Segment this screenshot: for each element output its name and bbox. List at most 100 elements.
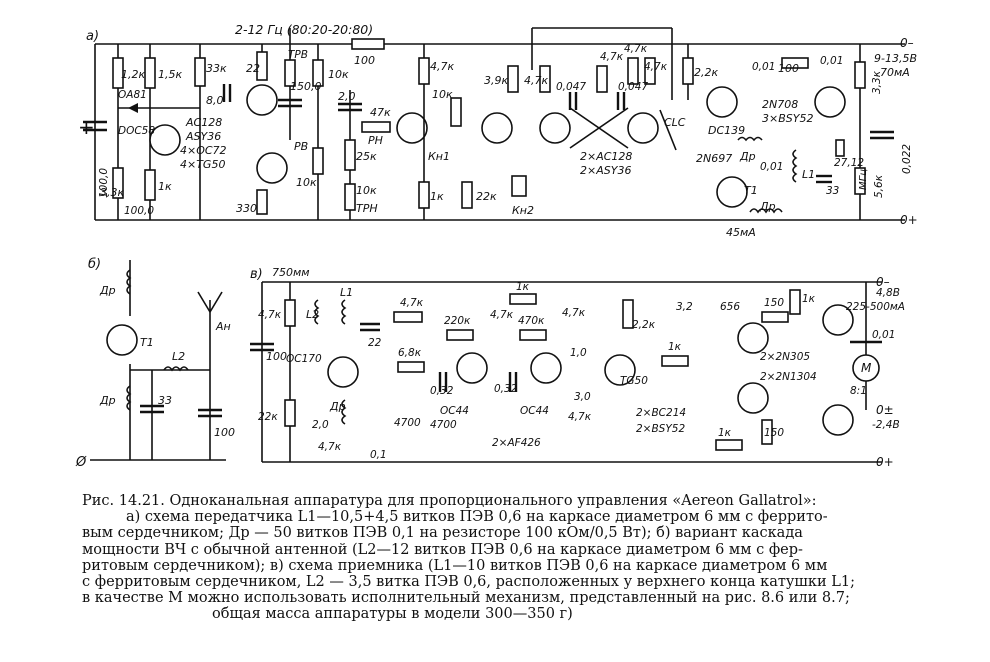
caption-line: общая масса аппаратуры в модели 300—350 … <box>212 606 573 623</box>
b-choke-top <box>126 269 132 295</box>
rx-transistor-2n1304-b <box>822 404 854 436</box>
tx-label: 0,022 <box>901 144 913 174</box>
tx-label: 100 <box>778 62 799 75</box>
tx-label: 27,12 <box>834 157 864 169</box>
rx-label: 3,2 <box>676 301 693 313</box>
tx-label: DC139 <box>708 124 745 137</box>
rx-label: OC170 <box>286 353 322 365</box>
tx-resistor-33k <box>194 57 206 87</box>
tx-label: Др <box>739 150 756 163</box>
tx-label: 33к <box>206 62 227 75</box>
rx-label: 4,7к <box>258 309 282 321</box>
tx-antenna-coil <box>659 109 677 151</box>
tx-resistor-100-b <box>781 57 809 69</box>
tx-label: 3×BSY52 <box>762 112 813 125</box>
tx-choke-dr <box>737 136 763 142</box>
tx-resistor-1k <box>144 169 156 201</box>
caption-line: ритовым сердечником); в) схема приемника… <box>82 557 828 574</box>
tx-label: DOC58 <box>118 125 155 137</box>
caption-line: в качестве M можно использовать исполнит… <box>82 590 850 607</box>
tx-resistor-5-6k <box>854 167 866 195</box>
tx-transistor-mv2 <box>627 112 659 144</box>
tx-cross-wire <box>569 107 629 149</box>
rx-label: 0,32 <box>494 383 518 395</box>
b-label: T1 <box>140 336 154 349</box>
rx-label: 2,2к <box>632 319 656 331</box>
tx-pot-25k <box>344 139 356 171</box>
tx-resistor-10k-c <box>450 97 462 127</box>
tx-transistor-stage4 <box>481 112 513 144</box>
rx-label: 1к <box>668 341 682 353</box>
tx-label: 100,0 <box>124 205 154 217</box>
rx-label: 4,7к <box>490 309 514 321</box>
rx-label: 4,7к <box>400 297 424 309</box>
rx-label: 4,7к <box>568 411 592 423</box>
schematic-labels: a) б) в) 2-12 Гц (80:20-20:80) 100 1,2к … <box>75 22 918 470</box>
tx-resistor-4-7k-b <box>539 65 551 93</box>
rx-label: 750мм <box>272 266 310 279</box>
tx-label: 3,3к <box>871 70 883 94</box>
rx-resistor-1k-d <box>715 439 743 451</box>
rx-resistor-2-2k <box>622 299 634 329</box>
rx-label: 22к <box>258 411 278 423</box>
b-ground-symbol: Ø <box>75 455 87 470</box>
tx-label: PH <box>368 134 383 147</box>
rx-label: 1к <box>802 293 816 305</box>
tx-label: PB <box>294 140 308 153</box>
tx-transistor-mv1 <box>539 112 571 144</box>
tx-label: 22к <box>476 190 497 203</box>
tx-transistor-dc139 <box>706 86 738 118</box>
rx-label: 0,32 <box>430 385 454 397</box>
rx-transistor-2n1304-a <box>737 382 769 414</box>
b-label: Ан <box>215 320 231 333</box>
tx-label: Кн1 <box>428 150 450 163</box>
tx-label: OA81 <box>118 89 147 101</box>
tx-label: 100,0 <box>98 168 110 198</box>
tx-label: 10к <box>328 68 349 81</box>
tx-label: 33 <box>826 185 839 197</box>
tx-label: МГц <box>858 169 869 190</box>
tx-coil-l1 <box>792 149 798 183</box>
tx-label: 10к <box>356 184 377 197</box>
rx-label: 22 <box>368 337 382 349</box>
rx-terminal-top: 0– <box>876 275 890 289</box>
tx-terminal-plus: 0+ <box>900 213 918 227</box>
rx-label: 2×AF426 <box>492 437 541 449</box>
b-label: 100 <box>214 426 235 439</box>
tx-resistor-1k-c <box>418 181 430 209</box>
tx-supply-current: 70мА <box>880 66 910 79</box>
tx-label: 0,047 <box>618 81 648 93</box>
rx-label: 0,01 <box>872 329 895 341</box>
rx-resistor-22k <box>284 399 296 427</box>
rx-label: 4,8В <box>876 287 900 299</box>
tx-label: 2N708 <box>762 98 798 111</box>
tx-transistor-oc72 <box>256 152 288 184</box>
tx-resistor-1-2k <box>112 57 124 89</box>
tx-resistor-3-9k <box>507 65 519 93</box>
tx-label: T1 <box>744 184 758 197</box>
tx-label: 2×ASY36 <box>580 164 631 177</box>
rx-transistor-oc44-a <box>456 352 488 384</box>
b-label: L2 <box>172 350 185 363</box>
rx-label: 4,7к <box>562 307 586 319</box>
tx-label: 4,7к <box>644 61 668 73</box>
tx-label: CLC <box>664 116 686 129</box>
tx-pot-rv <box>312 147 324 175</box>
tx-trimmer-trv <box>284 59 296 87</box>
tx-label: 0,01 <box>760 161 783 173</box>
rx-label: 150 <box>764 427 784 439</box>
rx-resistor-6-8k <box>397 361 425 373</box>
rx-label: 2×2N305 <box>760 351 810 363</box>
tx-label: 47к <box>370 106 391 119</box>
caption-line: вым сердечником; Др — 50 витков ПЭВ 0,1 … <box>82 525 803 542</box>
tx-label: 2,0 <box>338 90 356 103</box>
panel-label-a: a) <box>86 29 99 44</box>
caption-line: мощности ВЧ с обычной антенной (L2—12 ви… <box>82 541 803 558</box>
stage-b-schematic <box>90 260 226 461</box>
tx-label: 10к <box>432 88 453 101</box>
tx-label: Кн2 <box>512 204 534 217</box>
tx-label: 4,7к <box>524 74 548 87</box>
rx-label: 2×BSY52 <box>636 423 685 435</box>
b-label: 33 <box>158 394 172 407</box>
tx-transistor-doc58 <box>149 124 181 156</box>
